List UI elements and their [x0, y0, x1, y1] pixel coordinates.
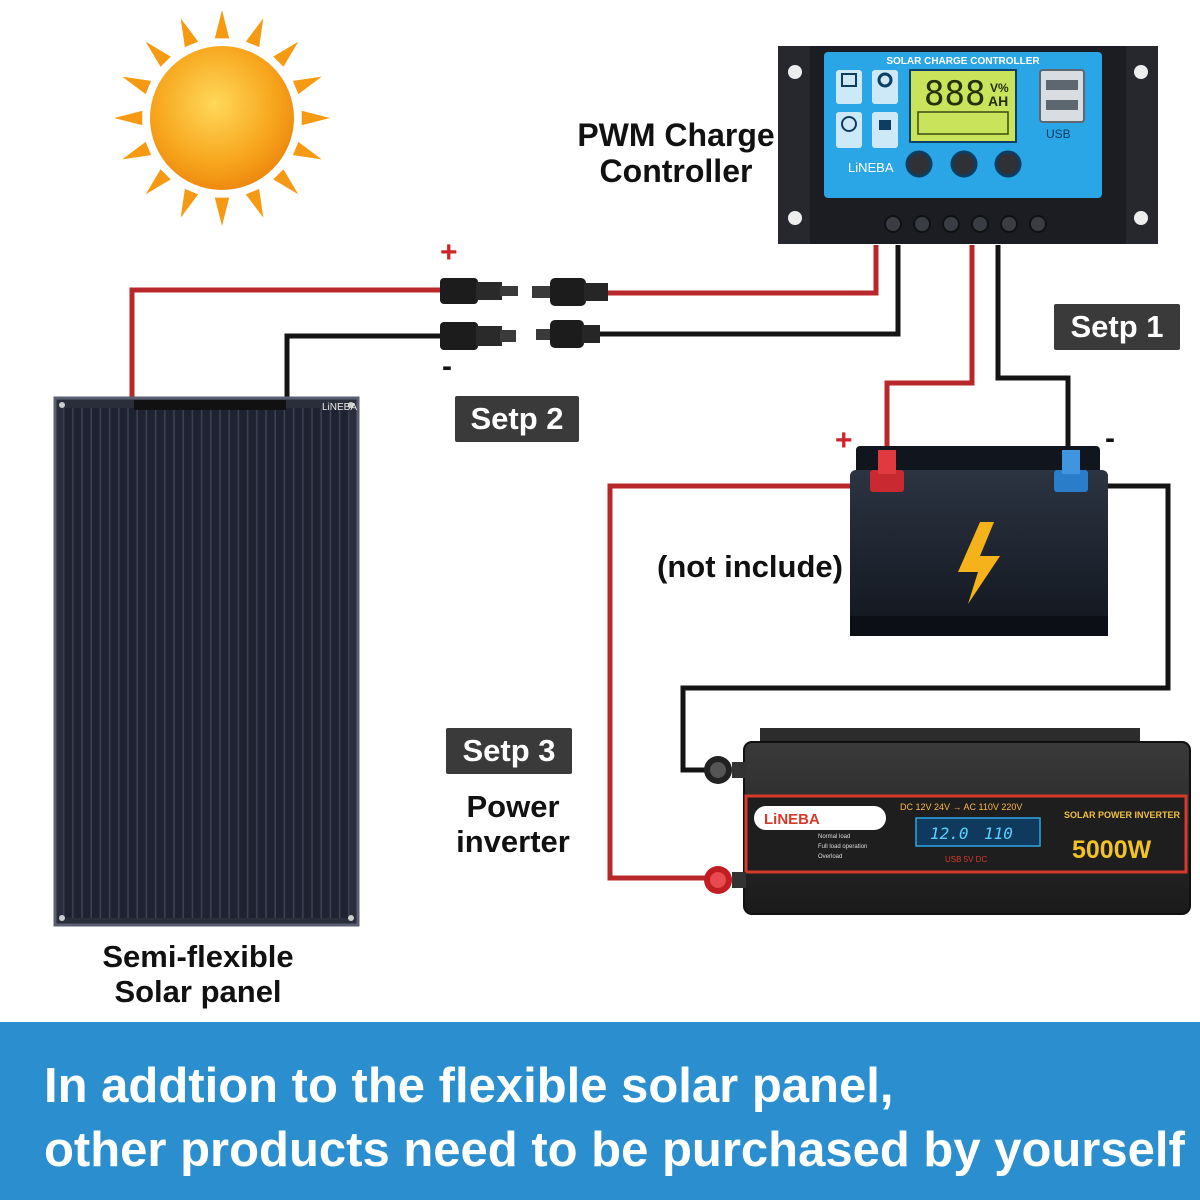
controller-brand: LiNEBA [848, 160, 894, 175]
sun-ray [122, 76, 152, 95]
controller-button-down[interactable] [994, 150, 1022, 178]
wire-battery-inverter-positive [607, 483, 852, 881]
panel-brand: LiNEBA [322, 402, 357, 413]
mc4-male-positive [440, 278, 518, 304]
sun-ray [301, 110, 330, 126]
wire-controller-battery-negative [995, 245, 1071, 470]
controller-terminal-screw [971, 215, 989, 233]
connector-plus-sign: + [440, 236, 458, 269]
inverter-label-line1: Power [466, 789, 560, 824]
sun-ray [245, 18, 264, 48]
controller-terminal-screw [1000, 215, 1018, 233]
step-3-badge: Setp 3 [446, 728, 572, 774]
controller-terminal-screw [942, 215, 960, 233]
controller-mcu-icon [836, 70, 862, 104]
battery-minus-sign: - [1105, 422, 1115, 455]
controller-terminal-screw [913, 215, 931, 233]
controller-usb-label: USB [1046, 127, 1071, 141]
controller-terminal-screw [884, 215, 902, 233]
sun-ray [114, 110, 143, 126]
controller-lcd-units: V% [990, 81, 1009, 95]
wire-controller-pv-negative [598, 245, 901, 337]
controller-header: SOLAR CHARGE CONTROLLER [886, 56, 1040, 67]
inverter-label: Power inverter [438, 789, 588, 859]
sun-ray [273, 41, 299, 67]
controller-lcd-units-ah: AH [988, 93, 1008, 109]
wire-panel-positive [129, 287, 442, 404]
banner-line-1: In addtion to the flexible solar panel, [44, 1059, 894, 1113]
inverter-positive-terminal [704, 866, 746, 894]
sun-icon [114, 10, 330, 226]
sun-ray [292, 76, 322, 95]
inverter-power: 5000W [1072, 836, 1152, 864]
wire-controller-battery-positive [884, 245, 975, 470]
inverter-legend-overload: Overload [818, 854, 842, 860]
battery-plus-sign: + [835, 424, 853, 457]
sun-ray [245, 188, 264, 218]
connector-minus-sign: - [442, 350, 452, 383]
panel-label-line2: Solar panel [114, 973, 282, 1009]
wire-controller-pv-positive [608, 245, 879, 296]
inverter-label-line2: inverter [456, 823, 570, 859]
wires [129, 245, 1171, 881]
controller-terminal-screw [1029, 215, 1047, 233]
banner-line-2: other products need to be purchased by y… [44, 1123, 1185, 1177]
controller-button-up[interactable] [950, 150, 978, 178]
sun-ray [180, 188, 199, 218]
inverter-legend-normal: Normal load [818, 834, 850, 840]
mc4-female-negative [536, 320, 600, 348]
inverter-title: SOLAR POWER INVERTER [1064, 810, 1181, 820]
controller-timer-icon [836, 112, 862, 148]
wire-battery-inverter-negative [680, 483, 1171, 773]
inverter-negative-terminal [704, 756, 746, 784]
sun-ray [180, 18, 199, 48]
inverter-brand: LiNEBA [764, 811, 820, 828]
mc4-female-positive [532, 278, 608, 306]
controller-terminals [884, 215, 1047, 233]
controller-lcd [909, 69, 1017, 143]
panel-label-line1: Semi-flexible [102, 939, 294, 974]
power-inverter: LiNEBA DC 12V 24V → AC 110V 220V SOLAR P… [704, 728, 1191, 915]
controller-lock-icon [872, 112, 898, 148]
charge-controller: SOLAR CHARGE CONTROLLER 888 V% AH LiNEBA [778, 46, 1158, 244]
inverter-usb-note: USB 5V DC [945, 855, 987, 864]
controller-usb-port: USB [1039, 69, 1085, 141]
battery-negative-terminal [1054, 450, 1088, 492]
inverter-lcd [915, 817, 1041, 847]
wire-panel-negative [284, 333, 442, 404]
step-2-badge: Setp 2 [455, 396, 579, 442]
mc4-connectors [440, 278, 608, 350]
controller-label-line1: PWM Charge [577, 117, 775, 153]
bottom-banner: In addtion to the flexible solar panel, … [0, 1022, 1200, 1200]
controller-label-line2: Controller [599, 152, 753, 189]
battery-positive-terminal [870, 450, 904, 492]
solar-panel: LiNEBA [53, 396, 360, 927]
panel-label: Semi-flexible Solar panel [78, 939, 318, 1009]
sun-ray [145, 169, 171, 195]
sun-ray [273, 169, 299, 195]
sun-ray [122, 141, 152, 160]
step-1-badge: Setp 1 [1054, 304, 1180, 350]
sun-ray [214, 197, 230, 226]
inverter-voltage-strip: DC 12V 24V → AC 110V 220V [900, 802, 1022, 812]
controller-set-icon [872, 70, 898, 104]
battery [850, 446, 1108, 636]
inverter-readout-ac: 110 [984, 824, 1013, 843]
inverter-readout-dc: 12.0 [930, 824, 969, 843]
controller-label: PWM Charge Controller [570, 117, 782, 190]
sun-ray [214, 10, 230, 39]
inverter-legend-full: Full load operation [818, 844, 867, 850]
sun-ray [145, 41, 171, 67]
battery-note: (not include) [657, 549, 843, 584]
lightning-bolt-icon [958, 522, 1000, 604]
sun-ray [292, 141, 322, 160]
controller-button-menu[interactable] [905, 150, 933, 178]
mc4-male-negative [440, 322, 516, 350]
controller-lcd-digits: 888 [924, 74, 985, 114]
